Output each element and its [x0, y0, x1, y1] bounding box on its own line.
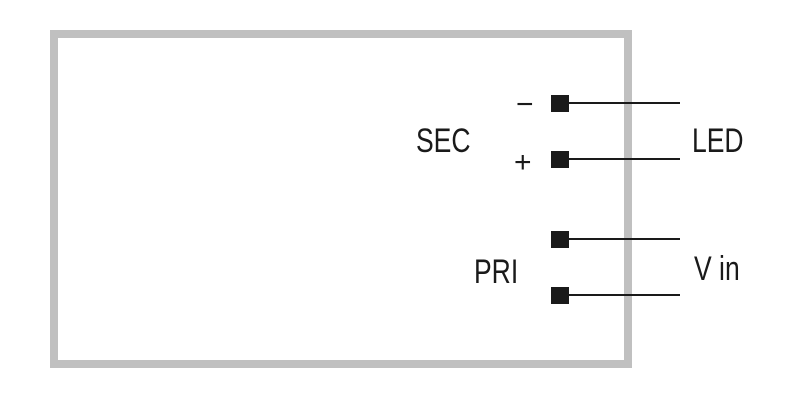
sec-minus-sign: − — [516, 88, 534, 121]
sec-label: SEC — [416, 122, 471, 160]
vin-label: V in — [694, 250, 740, 288]
pri-terminal-2 — [551, 287, 569, 304]
sec-minus-terminal — [551, 95, 569, 112]
driver-box — [50, 30, 632, 368]
led-label: LED — [692, 122, 744, 160]
pri-label: PRI — [474, 253, 518, 291]
sec-plus-terminal — [551, 151, 569, 168]
pri-terminal-1 — [551, 231, 569, 248]
sec-plus-sign: + — [514, 146, 532, 179]
